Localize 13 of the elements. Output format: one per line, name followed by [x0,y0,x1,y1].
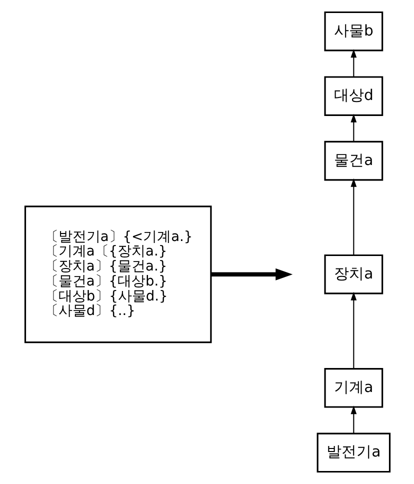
node-box: 발전기a [316,432,390,473]
node-box: 장치a [324,254,383,294]
node-box: 사물b [324,11,383,52]
arrow [350,114,356,142]
node-box: 기계a [324,368,383,408]
arrow [210,268,292,280]
node-box: 물건a [324,140,383,181]
arrow [350,292,356,368]
node-box: 대상d [324,76,383,116]
node-box: 〔발전기a〕{<기계a.} 〔기계a〔{장치a.} 〔장치a〕{물건a.} 〔물건a〕{대상b.} 〔대상b〕{사물d.} 〔사물d〕{..} [24,206,212,344]
arrow [350,406,356,434]
arrow [350,49,356,77]
arrow [350,178,356,255]
